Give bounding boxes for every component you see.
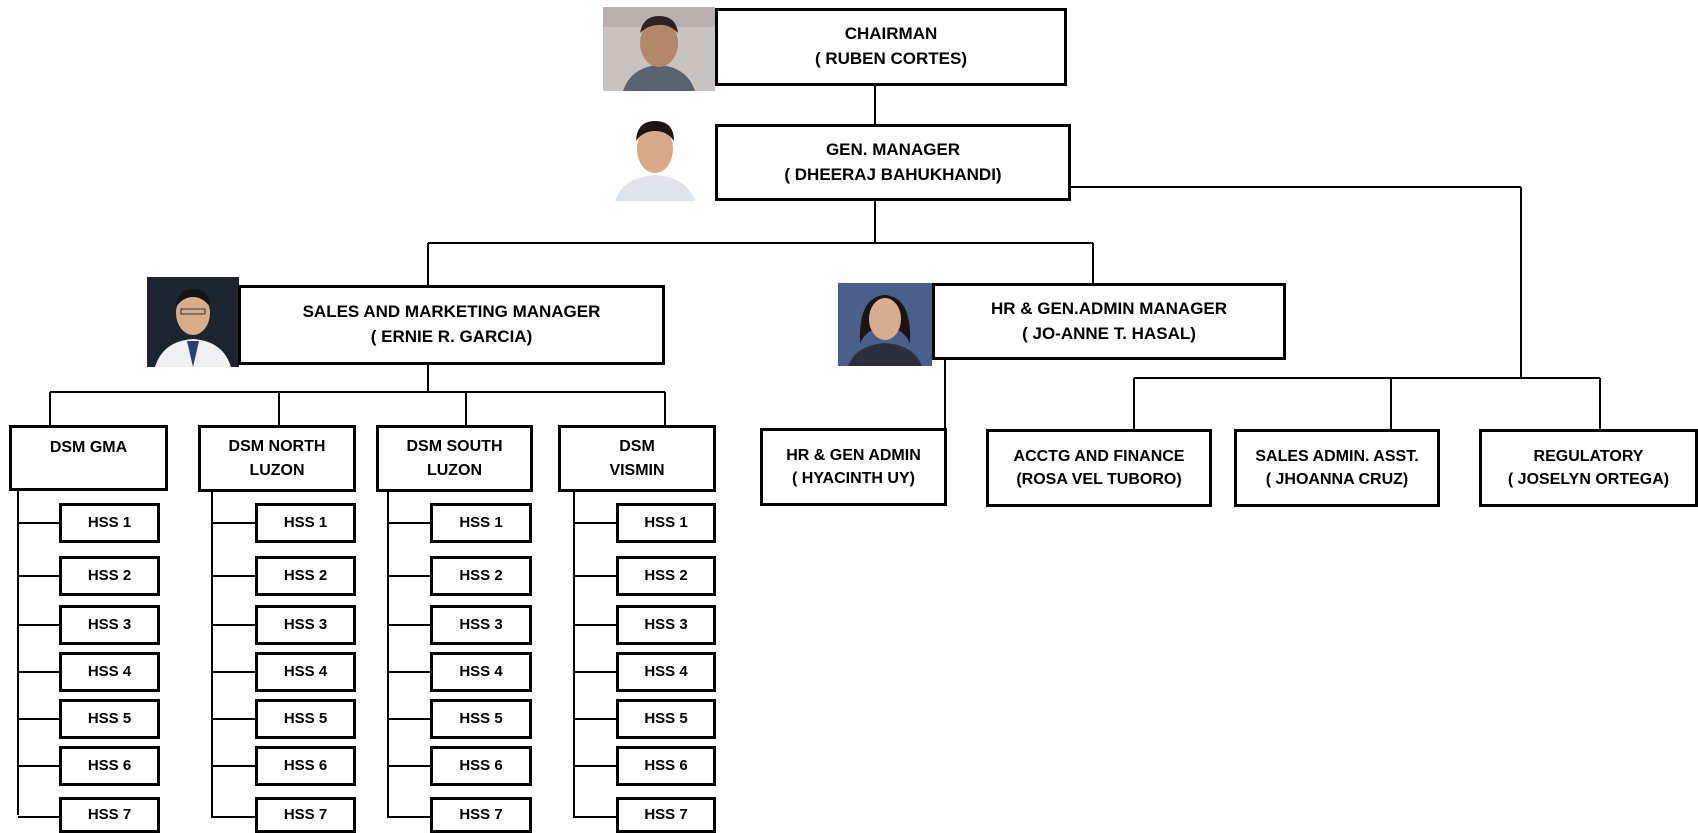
- dsm-vismin-box: DSM VISMIN: [558, 425, 716, 492]
- hss-label: HSS 1: [644, 514, 688, 532]
- hss-box: HSS 3: [255, 605, 356, 645]
- hss-box: HSS 7: [616, 797, 716, 833]
- hr-manager-photo: [838, 283, 932, 366]
- hss-label: HSS 5: [459, 710, 503, 728]
- hss-label: HSS 4: [459, 663, 503, 681]
- hss-label: HSS 2: [459, 567, 503, 585]
- dsm-north-luzon-box: DSM NORTH LUZON: [198, 425, 356, 492]
- dsm-gma-box: DSM GMA: [9, 425, 168, 491]
- chairman-title: CHAIRMAN: [844, 24, 938, 44]
- chairman-name: ( RUBEN CORTES): [814, 49, 968, 68]
- hss-box: HSS 2: [616, 556, 716, 596]
- hss-label: HSS 3: [87, 616, 132, 634]
- hss-label: HSS 6: [459, 757, 503, 775]
- hss-label: HSS 4: [283, 663, 328, 681]
- hss-box: HSS 7: [430, 797, 532, 833]
- hss-label: HSS 7: [283, 806, 328, 824]
- sales-admin-name: ( JHOANNA CRUZ): [1265, 471, 1409, 488]
- dsm-north-luzon-line2: LUZON: [249, 461, 305, 479]
- gm-photo: [601, 111, 709, 201]
- dsm-vismin-line2: VISMIN: [609, 461, 665, 479]
- hss-label: HSS 3: [283, 616, 328, 634]
- dsm-vismin-line1: DSM: [619, 438, 655, 456]
- hss-box: HSS 3: [616, 605, 716, 645]
- sales-manager-photo: [147, 277, 239, 367]
- hss-box: HSS 7: [59, 797, 160, 833]
- regulatory-name: ( JOSELYN ORTEGA): [1507, 471, 1670, 488]
- hss-label: HSS 6: [644, 757, 688, 775]
- dsm-south-luzon-line2: LUZON: [426, 461, 483, 479]
- hss-box: HSS 2: [59, 556, 160, 596]
- hss-label: HSS 2: [283, 567, 328, 585]
- hss-box: HSS 5: [616, 699, 716, 739]
- hss-label: HSS 5: [644, 710, 688, 728]
- dsm-gma-line1: DSM GMA: [49, 439, 128, 456]
- hss-box: HSS 1: [430, 503, 532, 543]
- hr-admin-title: HR & GEN ADMIN: [786, 446, 921, 464]
- hss-box: HSS 6: [255, 746, 356, 786]
- sales-manager-box: SALES AND MARKETING MANAGER ( ERNIE R. G…: [238, 285, 665, 365]
- hss-label: HSS 2: [644, 567, 688, 585]
- hss-box: HSS 5: [255, 699, 356, 739]
- regulatory-title: REGULATORY: [1533, 447, 1644, 465]
- gm-title: GEN. MANAGER: [825, 139, 961, 159]
- hss-box: HSS 7: [255, 797, 356, 833]
- chairman-photo: [603, 7, 715, 91]
- gm-box: GEN. MANAGER ( DHEERAJ BAHUKHANDI): [715, 124, 1071, 201]
- regulatory-box: REGULATORY ( JOSELYN ORTEGA): [1479, 429, 1698, 507]
- hss-box: HSS 5: [59, 699, 160, 739]
- hr-admin-name: ( HYACINTH UY): [792, 470, 915, 487]
- hss-label: HSS 4: [644, 663, 688, 681]
- hss-label: HSS 6: [87, 757, 132, 775]
- hss-box: HSS 1: [255, 503, 356, 543]
- sales-admin-title: SALES ADMIN. ASST.: [1255, 447, 1419, 465]
- hss-box: HSS 5: [430, 699, 532, 739]
- hss-label: HSS 1: [283, 514, 328, 532]
- acctg-box: ACCTG AND FINANCE (ROSA VEL TUBORO): [986, 429, 1212, 507]
- hss-box: HSS 3: [430, 605, 532, 645]
- hss-box: HSS 4: [430, 652, 532, 692]
- hss-box: HSS 4: [616, 652, 716, 692]
- hss-box: HSS 2: [430, 556, 532, 596]
- hss-box: HSS 6: [616, 746, 716, 786]
- gm-name: ( DHEERAJ BAHUKHANDI): [784, 164, 1002, 184]
- hr-admin-box: HR & GEN ADMIN ( HYACINTH UY): [760, 428, 947, 506]
- hss-box: HSS 6: [430, 746, 532, 786]
- dsm-north-luzon-line1: DSM NORTH: [228, 438, 326, 456]
- hss-label: HSS 7: [87, 806, 132, 824]
- sales-manager-name: ( ERNIE R. GARCIA): [370, 327, 533, 346]
- acctg-name: (ROSA VEL TUBORO): [1016, 471, 1182, 488]
- hss-label: HSS 7: [459, 806, 503, 824]
- hr-manager-name: ( JO-ANNE T. HASAL): [1022, 323, 1196, 343]
- sales-admin-box: SALES ADMIN. ASST. ( JHOANNA CRUZ): [1234, 429, 1440, 507]
- hss-label: HSS 2: [87, 567, 132, 585]
- dsm-south-luzon-box: DSM SOUTH LUZON: [376, 425, 533, 492]
- hr-manager-title: HR & GEN.ADMIN MANAGER: [990, 298, 1228, 318]
- dsm-south-luzon-line1: DSM SOUTH: [406, 438, 503, 456]
- hss-label: HSS 5: [87, 710, 132, 728]
- hss-label: HSS 7: [644, 806, 688, 824]
- hss-label: HSS 3: [459, 616, 503, 634]
- hss-box: HSS 1: [616, 503, 716, 543]
- hss-label: HSS 5: [283, 710, 328, 728]
- hss-box: HSS 4: [59, 652, 160, 692]
- hss-label: HSS 3: [644, 616, 688, 634]
- hss-box: HSS 1: [59, 503, 160, 543]
- hss-box: HSS 4: [255, 652, 356, 692]
- acctg-title: ACCTG AND FINANCE: [1013, 447, 1185, 465]
- hss-label: HSS 4: [87, 663, 132, 681]
- hss-label: HSS 6: [283, 757, 328, 775]
- hss-box: HSS 2: [255, 556, 356, 596]
- chairman-box: CHAIRMAN ( RUBEN CORTES): [715, 8, 1067, 86]
- hr-manager-box: HR & GEN.ADMIN MANAGER ( JO-ANNE T. HASA…: [932, 283, 1286, 360]
- hss-box: HSS 6: [59, 746, 160, 786]
- hss-box: HSS 3: [59, 605, 160, 645]
- hss-label: HSS 1: [459, 514, 503, 532]
- hss-label: HSS 1: [87, 514, 132, 532]
- sales-manager-title: SALES AND MARKETING MANAGER: [302, 302, 601, 322]
